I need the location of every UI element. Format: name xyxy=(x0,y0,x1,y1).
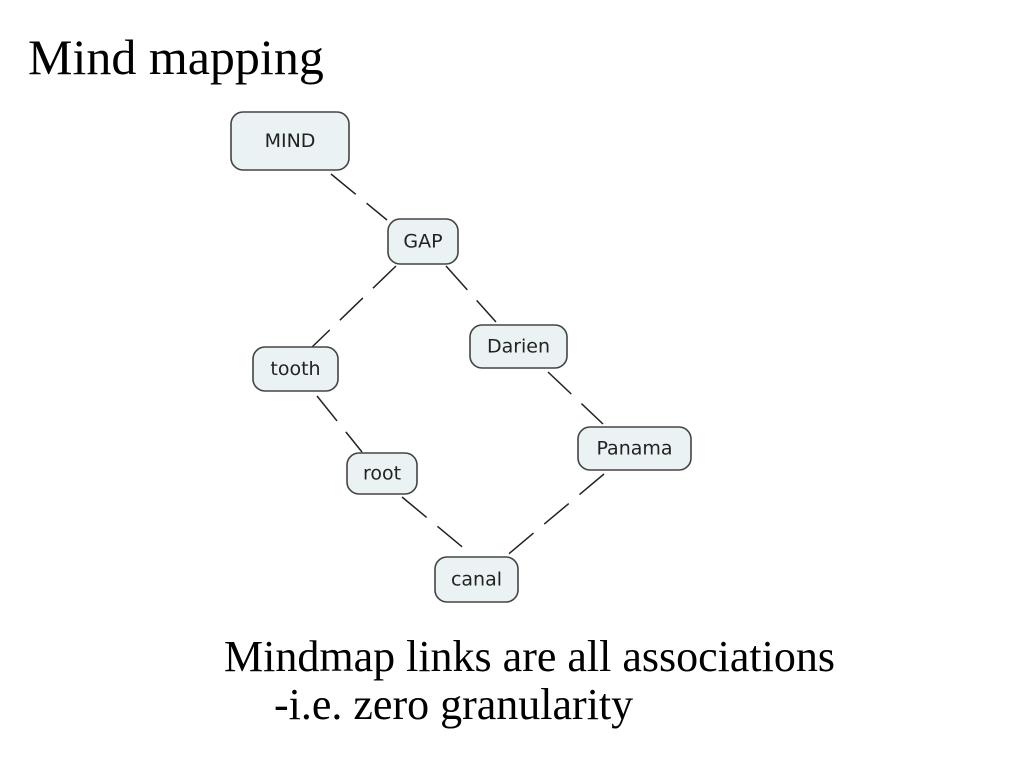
node-label-mind: MIND xyxy=(265,130,316,152)
node-gap: GAP xyxy=(387,218,459,265)
node-tooth: tooth xyxy=(252,346,339,392)
link-root-canal xyxy=(401,496,473,556)
node-canal: canal xyxy=(434,556,519,603)
node-box-mind xyxy=(230,111,350,171)
node-box-panama xyxy=(577,426,692,471)
link-panama-canal xyxy=(504,473,605,558)
link-gap-darien xyxy=(445,265,497,323)
node-panama: Panama xyxy=(577,426,692,471)
node-label-gap: GAP xyxy=(403,231,442,253)
node-label-root: root xyxy=(363,463,401,485)
links-layer xyxy=(310,173,605,558)
node-label-tooth: tooth xyxy=(270,358,320,380)
node-box-darien xyxy=(469,324,568,369)
caption: Mindmap links are all associations -i.e.… xyxy=(224,633,835,729)
nodes-layer: MIND GAP tooth Darien root Panama canal xyxy=(230,111,692,603)
link-darien-panama xyxy=(547,371,604,425)
node-root: root xyxy=(346,452,418,495)
node-box-gap xyxy=(387,218,459,265)
node-darien: Darien xyxy=(469,324,568,369)
link-gap-tooth xyxy=(310,265,397,349)
node-mind: MIND xyxy=(230,111,350,171)
node-label-canal: canal xyxy=(451,569,502,591)
node-label-panama: Panama xyxy=(596,438,672,460)
caption-line-2: -i.e. zero granularity xyxy=(274,680,634,729)
link-tooth-root xyxy=(316,395,363,453)
node-box-canal xyxy=(434,556,519,603)
link-mind-gap xyxy=(330,173,388,221)
slide-title: Mind mapping xyxy=(28,29,324,85)
node-box-root xyxy=(346,452,418,495)
node-label-darien: Darien xyxy=(487,336,550,358)
caption-line-1: Mindmap links are all associations xyxy=(224,632,835,681)
node-box-tooth xyxy=(252,346,339,392)
